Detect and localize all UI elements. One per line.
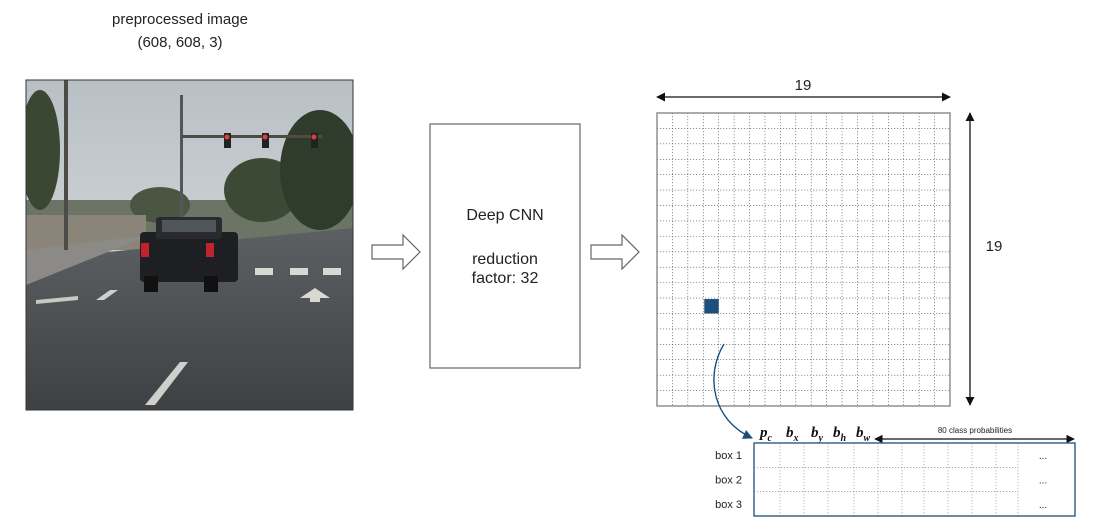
- output-grid: [656, 112, 951, 407]
- grid-border: [656, 112, 951, 407]
- cnn-box: [429, 123, 581, 369]
- cell-to-vector-arrow: [713, 343, 753, 439]
- row-ellipsis: ...: [1039, 500, 1047, 511]
- class-prob-label: 80 class probabilities: [938, 426, 1012, 435]
- highlighted-cell: [704, 299, 719, 314]
- vector-label-bh: bh: [833, 425, 847, 444]
- box-row-label: box 2: [715, 475, 742, 487]
- vector-label-by: by: [811, 425, 824, 444]
- box-row-label: box 3: [715, 499, 742, 511]
- grid-height-label: 19: [986, 238, 1003, 255]
- street-photo: [25, 79, 354, 411]
- vector-label-bw: bw: [856, 425, 871, 444]
- input-shape: (608, 608, 3): [137, 34, 222, 51]
- cnn-factor-label: factor: 32: [472, 270, 539, 287]
- table-border: [753, 442, 1076, 517]
- box-row-label: box 1: [715, 450, 742, 462]
- input-title: preprocessed image: [112, 11, 248, 28]
- row-ellipsis: ...: [1039, 451, 1047, 462]
- grid-width-label: 19: [795, 77, 812, 94]
- row-ellipsis: ...: [1039, 476, 1047, 487]
- flow-arrow-1: [371, 233, 421, 271]
- cnn-title: Deep CNN: [466, 207, 543, 224]
- vector-label-pc: pc: [758, 425, 773, 444]
- cnn-reduction-label: reduction: [472, 251, 538, 268]
- anchor-box-table: box 1... box 2... box 3...: [715, 442, 1076, 517]
- vector-label-bx: bx: [786, 425, 799, 444]
- flow-arrow-2: [590, 233, 640, 271]
